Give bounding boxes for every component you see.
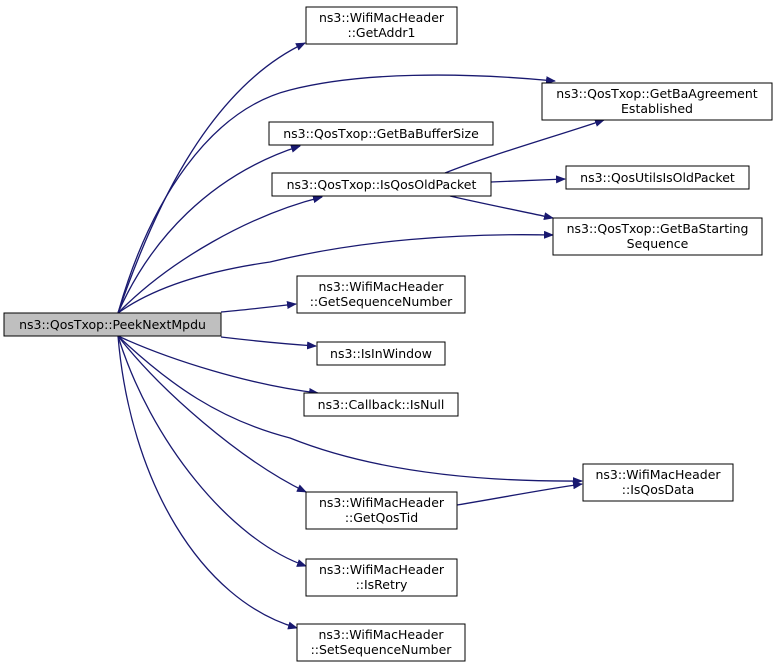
edge-peek-next-mpdu-to-callback-is-null — [117, 335, 319, 396]
node-label-line: ns3::WifiMacHeader — [318, 627, 444, 642]
node-label-line: ns3::WifiMacHeader — [318, 279, 444, 294]
node-label-line: ns3::QosTxop::GetBaStarting — [567, 221, 749, 236]
node-get-ba-buffer-size[interactable]: ns3::QosTxop::GetBaBufferSize — [268, 121, 494, 146]
node-box — [268, 121, 494, 146]
node-label-line: ::SetSequenceNumber — [311, 642, 453, 657]
node-is-in-window[interactable]: ns3::IsInWindow — [316, 341, 446, 366]
node-is-retry[interactable]: ns3::WifiMacHeader::IsRetry — [305, 558, 458, 597]
node-is-qos-data[interactable]: ns3::WifiMacHeader::IsQosData — [582, 463, 734, 502]
node-label-line: ns3::WifiMacHeader — [319, 495, 445, 510]
edge-peek-next-mpdu-to-get-ba-starting-sequence — [117, 230, 554, 314]
node-label-line: ::IsQosData — [622, 482, 694, 497]
edge-peek-next-mpdu-to-is-retry — [117, 335, 307, 567]
node-label-line: ::GetQosTid — [345, 510, 418, 525]
edge-peek-next-mpdu-to-get-ba-agreement-established — [117, 74, 556, 314]
node-box — [552, 217, 763, 256]
node-box — [305, 558, 458, 597]
node-label-line: Established — [621, 101, 693, 116]
node-label-line: ::GetSequenceNumber — [310, 294, 453, 309]
edge-peek-next-mpdu-to-get-qos-tid — [117, 335, 307, 493]
node-box — [541, 82, 773, 121]
node-box — [565, 165, 750, 190]
node-qos-utils-is-old-packet[interactable]: ns3::QosUtilsIsOldPacket — [565, 165, 750, 190]
node-label-line: ns3::WifiMacHeader — [319, 10, 445, 25]
node-label-line: ns3::QosTxop::GetBaAgreement — [556, 86, 757, 101]
node-set-sequence-number[interactable]: ns3::WifiMacHeader::SetSequenceNumber — [296, 623, 466, 662]
edge-peek-next-mpdu-to-get-addr1 — [117, 42, 306, 314]
edge-is-qos-old-packet-to-get-ba-starting-sequence — [449, 195, 554, 221]
edge-peek-next-mpdu-to-is-in-window — [220, 336, 317, 350]
edge-is-qos-old-packet-to-get-ba-agreement-established — [444, 119, 605, 174]
node-box — [296, 623, 466, 662]
node-label-line: ns3::QosTxop::IsQosOldPacket — [287, 177, 477, 192]
node-is-qos-old-packet[interactable]: ns3::QosTxop::IsQosOldPacket — [271, 172, 492, 197]
node-peek-next-mpdu[interactable]: ns3::QosTxop::PeekNextMpdu — [3, 312, 222, 337]
node-box — [303, 392, 459, 417]
node-box — [305, 491, 458, 530]
node-label-line: ns3::IsInWindow — [330, 346, 432, 361]
node-label-line: ns3::Callback::IsNull — [318, 397, 445, 412]
edge-peek-next-mpdu-to-is-qos-old-packet — [117, 195, 323, 314]
edge-is-qos-old-packet-to-qos-utils-is-old-packet — [490, 175, 566, 184]
node-callback-is-null[interactable]: ns3::Callback::IsNull — [303, 392, 459, 417]
node-get-qos-tid[interactable]: ns3::WifiMacHeader::GetQosTid — [305, 491, 458, 530]
node-label-line: ns3::QosTxop::PeekNextMpdu — [19, 317, 206, 332]
node-label-line: Sequence — [627, 236, 689, 251]
node-box — [296, 275, 466, 314]
node-box — [3, 312, 222, 337]
node-box — [305, 6, 458, 45]
edge-get-qos-tid-to-is-qos-data — [456, 481, 583, 506]
node-label-line: ns3::QosUtilsIsOldPacket — [580, 170, 735, 185]
node-label-line: ns3::WifiMacHeader — [595, 467, 721, 482]
edge-peek-next-mpdu-to-get-sequence-number — [220, 301, 297, 313]
node-label-line: ::IsRetry — [356, 577, 408, 592]
edge-peek-next-mpdu-to-get-ba-buffer-size — [117, 144, 301, 314]
edge-peek-next-mpdu-to-is-qos-data — [117, 335, 583, 486]
node-label-line: ::GetAddr1 — [348, 25, 416, 40]
node-box — [271, 172, 492, 197]
node-box — [582, 463, 734, 502]
node-get-addr1[interactable]: ns3::WifiMacHeader::GetAddr1 — [305, 6, 458, 45]
node-get-sequence-number[interactable]: ns3::WifiMacHeader::GetSequenceNumber — [296, 275, 466, 314]
node-label-line: ns3::QosTxop::GetBaBufferSize — [283, 126, 479, 141]
edge-peek-next-mpdu-to-set-sequence-number — [117, 335, 298, 630]
node-box — [316, 341, 446, 366]
node-label-line: ns3::WifiMacHeader — [319, 562, 445, 577]
